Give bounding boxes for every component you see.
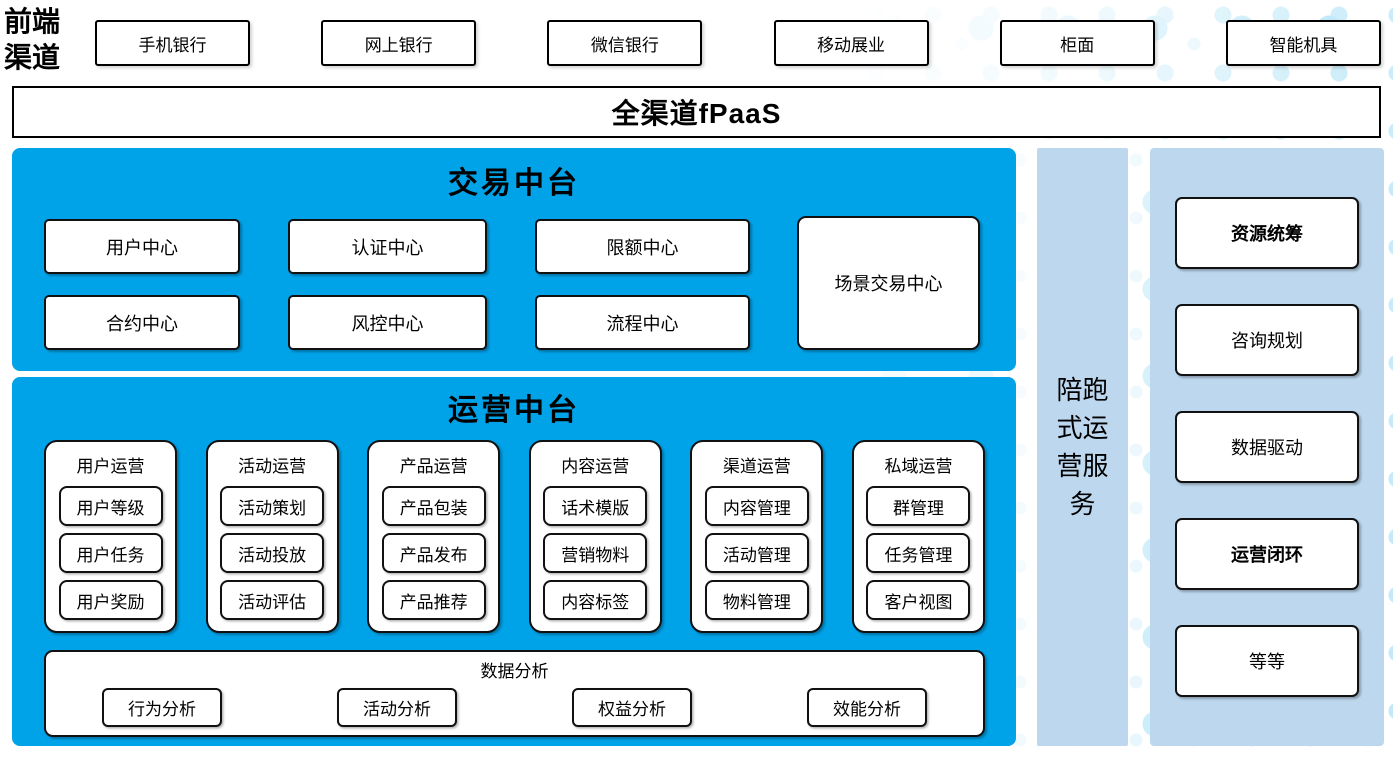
group-item: 产品包装 [381, 486, 486, 526]
group-label: 内容运营 [561, 457, 630, 476]
group-item: 物料管理 [704, 580, 809, 620]
service-box-consulting-planning: 咨询规划 [1175, 304, 1359, 376]
group-label: 用户运营 [76, 457, 145, 476]
transaction-platform-title: 交易中台 [448, 167, 580, 200]
center-box-scene-transaction: 场景交易中心 [797, 216, 980, 350]
transaction-platform-panel: 交易中台 用户中心 认证中心 限额中心 合约中心 风控中心 流程中心 场景交易中… [12, 148, 1016, 371]
center-box-limit: 限额中心 [535, 219, 750, 274]
group-user-operation: 用户运营 用户等级 用户任务 用户奖励 [44, 440, 177, 633]
data-analysis-label: 数据分析 [480, 662, 549, 681]
analysis-box-benefit: 权益分析 [572, 688, 692, 727]
center-box-auth: 认证中心 [288, 219, 487, 274]
operation-platform-title: 运营中台 [448, 394, 580, 427]
operation-groups-row: 用户运营 用户等级 用户任务 用户奖励 活动运营 活动策划 活动投放 活动评估 … [12, 429, 1016, 633]
group-item: 产品推荐 [381, 580, 486, 620]
group-label: 活动运营 [238, 457, 307, 476]
group-private-domain-operation: 私域运营 群管理 任务管理 客户视图 [851, 440, 985, 633]
group-item: 活动管理 [704, 533, 809, 573]
analysis-box-efficiency: 效能分析 [807, 688, 927, 727]
group-label: 产品运营 [399, 457, 468, 476]
group-item: 任务管理 [866, 533, 971, 573]
operation-platform-panel: 运营中台 用户运营 用户等级 用户任务 用户奖励 活动运营 活动策划 活动投放 … [12, 377, 1016, 746]
group-item: 话术模版 [543, 486, 648, 526]
front-channels-row: 手机银行 网上银行 微信银行 移动展业 柜面 智能机具 [95, 20, 1381, 66]
group-item: 用户任务 [58, 533, 163, 573]
center-box-contract: 合约中心 [44, 295, 240, 350]
group-item: 群管理 [866, 486, 971, 526]
channel-box-mobile-banking: 手机银行 [95, 20, 250, 66]
channel-box-wechat-banking: 微信银行 [547, 20, 703, 66]
group-item: 产品发布 [381, 533, 486, 573]
channel-box-mobile-sales: 移动展业 [773, 20, 929, 66]
channel-box-smart-devices: 智能机具 [1225, 20, 1381, 66]
data-analysis-container: 数据分析 行为分析 活动分析 权益分析 效能分析 [44, 650, 985, 737]
group-item: 活动策划 [220, 486, 325, 526]
group-content-operation: 内容运营 话术模版 营销物料 内容标签 [528, 440, 662, 633]
fpaas-bar: 全渠道fPaaS [12, 86, 1381, 138]
group-label: 渠道运营 [722, 457, 791, 476]
analysis-box-behavior: 行为分析 [102, 688, 222, 727]
service-panel: 资源统筹 咨询规划 数据驱动 运营闭环 等等 [1150, 148, 1384, 746]
group-item: 内容管理 [704, 486, 809, 526]
channel-box-online-banking: 网上银行 [321, 20, 477, 66]
group-item: 活动投放 [220, 533, 325, 573]
group-product-operation: 产品运营 产品包装 产品发布 产品推荐 [367, 440, 501, 633]
group-item: 客户视图 [866, 580, 971, 620]
analysis-box-activity: 活动分析 [337, 688, 457, 727]
group-item: 活动评估 [220, 580, 325, 620]
data-analysis-row: 行为分析 活动分析 权益分析 效能分析 [46, 682, 983, 727]
transaction-center-grid: 用户中心 认证中心 限额中心 合约中心 风控中心 流程中心 [44, 219, 750, 350]
group-channel-operation: 渠道运营 内容管理 活动管理 物料管理 [690, 440, 824, 633]
accompanying-service-bar: 陪跑式运营服务 [1037, 148, 1128, 746]
transaction-platform-content: 用户中心 认证中心 限额中心 合约中心 风控中心 流程中心 场景交易中心 [12, 202, 1016, 350]
group-activity-operation: 活动运营 活动策划 活动投放 活动评估 [205, 440, 339, 633]
service-box-data-driven: 数据驱动 [1175, 411, 1359, 483]
channel-box-counter: 柜面 [999, 20, 1155, 66]
center-box-risk: 风控中心 [288, 295, 487, 350]
front-channels-label: 前端渠道 [4, 5, 61, 74]
group-item: 用户奖励 [58, 580, 163, 620]
group-item: 营销物料 [543, 533, 648, 573]
accompanying-service-label: 陪跑式运营服务 [1056, 375, 1109, 519]
service-box-etc: 等等 [1175, 625, 1359, 697]
service-box-operation-loop: 运营闭环 [1175, 518, 1359, 590]
group-item: 内容标签 [543, 580, 648, 620]
center-box-process: 流程中心 [535, 295, 750, 350]
center-box-user: 用户中心 [44, 219, 240, 274]
group-label: 私域运营 [884, 457, 953, 476]
group-item: 用户等级 [58, 486, 163, 526]
service-box-resource-coordination: 资源统筹 [1175, 197, 1359, 269]
